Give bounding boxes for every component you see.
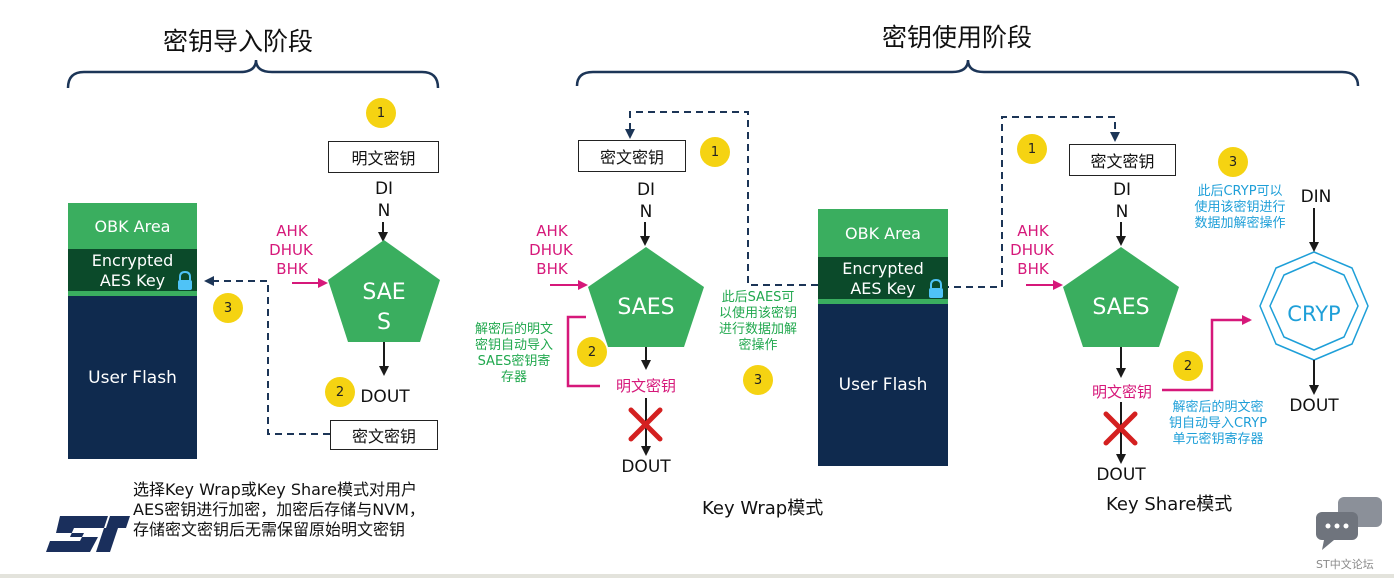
watermark-text: ST中文论坛 — [1316, 558, 1374, 571]
cryp-din-label: DIN — [1300, 187, 1332, 207]
key-bhk-wrap: BHK — [536, 260, 568, 278]
key-ahk-share: AHK — [1017, 222, 1049, 240]
later-note-wrap: 此后SAES可 以使用该密钥 进行数据加解 密操作 — [704, 290, 812, 354]
import-stage-title: 密钥导入阶段 — [163, 27, 314, 56]
lock-icon — [176, 270, 194, 295]
obk-area-2: OBK Area — [818, 209, 948, 257]
later-note-share-line-1: 此后CRYP可以 — [1197, 184, 1283, 199]
lock-icon-2 — [927, 278, 945, 303]
footer-note-line-3: 存储密文密钥后无需保留原始明文密钥 — [133, 520, 406, 539]
cross-icon-wrap — [628, 407, 663, 442]
dout-label-import: DOUT — [360, 387, 410, 407]
later-note-share: 此后CRYP可以 使用该密钥进行 数据加解密操作 — [1180, 184, 1300, 232]
plain-key-label-wrap: 明文密钥 — [615, 377, 676, 395]
use-brace — [575, 59, 1360, 87]
blue-note-share-line-3: 单元密钥寄存器 — [1172, 432, 1264, 447]
st-logo — [46, 516, 130, 552]
step-badge-wrap-2: 2 — [577, 337, 607, 367]
encrypted-aes-key-2: Encrypted AES Key — [818, 257, 948, 299]
green-note-wrap-line-2: 密钥自动导入 — [474, 338, 553, 353]
cryp-dout-label: DOUT — [1289, 396, 1339, 416]
saes-label-share: SAES — [1092, 295, 1150, 320]
later-note-wrap-line-2: 以使用该密钥 — [718, 306, 797, 321]
key-dhuk-import: DHUK — [269, 241, 313, 259]
later-note-share-line-3: 数据加解密操作 — [1194, 216, 1286, 231]
din-label-import-2: N — [377, 201, 391, 221]
later-note-wrap-line-1: 此后SAES可 — [721, 290, 795, 305]
obk-divider — [68, 291, 197, 296]
key-ahk-import: AHK — [276, 222, 308, 240]
step-badge-share-3: 3 — [1218, 147, 1248, 177]
din-label-share-2: N — [1115, 202, 1129, 222]
later-note-share-line-2: 使用该密钥进行 — [1194, 200, 1286, 215]
later-note-wrap-line-4: 密操作 — [738, 338, 778, 353]
step-badge-import-3: 3 — [213, 293, 243, 323]
saes-pentagon-share — [1063, 247, 1179, 347]
user-flash-2: User Flash — [818, 304, 948, 466]
din-label-wrap-2: N — [639, 202, 653, 222]
aes-key-label: AES Key — [99, 271, 166, 290]
dout-label-wrap: DOUT — [621, 457, 671, 477]
key-bhk-share: BHK — [1017, 260, 1049, 278]
encrypted-label-2: Encrypted — [842, 259, 924, 278]
saes-label-import-1: SAE — [362, 280, 406, 305]
import-brace — [66, 59, 440, 89]
saes-pentagon-wrap — [588, 247, 704, 347]
encrypted-label: Encrypted — [91, 251, 174, 270]
din-label-import-1: DI — [374, 179, 394, 199]
dout-label-share: DOUT — [1096, 465, 1146, 485]
key-dhuk-share: DHUK — [1010, 241, 1054, 259]
key-wrap-mode-label: Key Wrap模式 — [702, 498, 824, 519]
later-note-wrap-line-3: 进行数据加解 — [718, 322, 797, 337]
use-stage-title: 密钥使用阶段 — [882, 23, 1033, 52]
saes-label-wrap: SAES — [617, 295, 675, 320]
cipher-key-box-import: 密文密钥 — [330, 420, 438, 450]
step-badge-wrap-3: 3 — [743, 365, 773, 395]
saes-pentagon-import — [328, 240, 440, 342]
din-label-share-1: DI — [1112, 180, 1132, 200]
saes-label-import: SAE S — [344, 278, 424, 338]
key-ahk-wrap: AHK — [536, 222, 568, 240]
key-dhuk-wrap: DHUK — [529, 241, 573, 259]
green-note-wrap: 解密后的明文 密钥自动导入 SAES密钥寄 存器 — [462, 322, 566, 386]
cross-icon-share — [1103, 411, 1138, 446]
plain-key-box-import: 明文密钥 — [328, 141, 439, 173]
obk-divider-2 — [818, 299, 948, 304]
blue-note-share-line-1: 解密后的明文密 — [1172, 400, 1264, 415]
cipher-key-box-share: 密文密钥 — [1069, 144, 1176, 176]
green-note-wrap-line-4: 存器 — [500, 370, 527, 385]
key-share-mode-label: Key Share模式 — [1106, 494, 1233, 515]
aes-key-label-2: AES Key — [850, 279, 916, 298]
blue-note-share: 解密后的明文密 钥自动导入CRYP 单元密钥寄存器 — [1154, 400, 1282, 448]
footer-note: 选择Key Wrap或Key Share模式对用户 AES密钥进行加密，加密后存… — [133, 480, 425, 540]
cipher-key-box-wrap: 密文密钥 — [578, 140, 686, 172]
footer-note-line-1: 选择Key Wrap或Key Share模式对用户 — [133, 480, 418, 499]
plain-key-label-share: 明文密钥 — [1091, 383, 1152, 401]
obk-area: OBK Area — [68, 203, 197, 249]
step-badge-import-1: 1 — [366, 98, 396, 128]
green-note-wrap-line-3: SAES密钥寄 — [477, 354, 551, 369]
din-label-wrap-1: DI — [636, 180, 656, 200]
footer-note-line-2: AES密钥进行加密，加密后存储与NVM， — [133, 500, 425, 519]
step-badge-import-2: 2 — [325, 377, 355, 407]
step-badge-share-1: 1 — [1017, 134, 1047, 164]
step-badge-share-2: 2 — [1173, 351, 1203, 381]
encrypted-aes-key: Encrypted AES Key — [68, 249, 197, 291]
saes-label-import-2: S — [377, 310, 391, 335]
user-flash: User Flash — [68, 296, 197, 459]
bottom-rule — [0, 574, 1394, 578]
chat-bubble-icon — [1316, 497, 1382, 550]
step-badge-wrap-1: 1 — [700, 137, 730, 167]
cryp-label: CRYP — [1287, 302, 1341, 326]
key-bhk-import: BHK — [276, 260, 308, 278]
green-note-wrap-line-1: 解密后的明文 — [474, 322, 553, 337]
blue-note-share-line-2: 钥自动导入CRYP — [1168, 416, 1268, 431]
